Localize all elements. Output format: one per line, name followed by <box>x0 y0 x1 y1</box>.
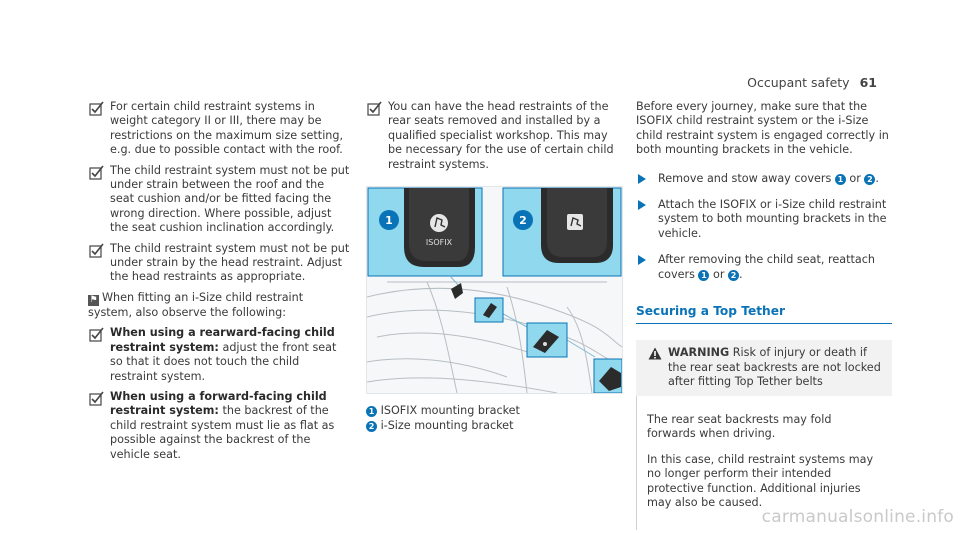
checkbox-icon <box>89 165 104 180</box>
callout-number: 2 <box>864 173 876 185</box>
instruction-step: Attach the ISOFIX or i-Size child restra… <box>636 198 892 241</box>
figure-badge-1: 1 <box>385 214 393 227</box>
column-right: Before every journey, make sure that the… <box>636 100 892 530</box>
intro-paragraph: Before every journey, make sure that the… <box>636 100 889 157</box>
checklist-item: You can have the head restraints of the … <box>366 100 621 172</box>
seat-illustration: ISOFIX 1 2 <box>367 187 622 394</box>
page-header: Occupant safety 61 <box>747 75 877 90</box>
warning-icon <box>648 347 662 360</box>
section-title: Occupant safety <box>747 75 850 90</box>
section-heading: Securing a Top Tether <box>636 304 892 325</box>
warning-box: WARNING Risk of injury or death if the r… <box>636 340 892 530</box>
checkbox-icon <box>89 101 104 116</box>
callout-number: 1 <box>834 173 846 185</box>
warning-header: WARNING Risk of injury or death if the r… <box>646 346 882 389</box>
callout-number: 2 <box>728 269 740 281</box>
arrow-icon <box>638 200 646 211</box>
arrow-icon <box>638 255 646 266</box>
checkbox-icon <box>89 327 104 342</box>
warning-body: The rear seat backrests may fold forward… <box>636 395 892 530</box>
checkbox-icon <box>367 101 382 116</box>
legend-item: 2 i-Size mounting bracket <box>366 419 621 433</box>
checklist-item: The child restraint system must not be p… <box>88 242 350 285</box>
mounting-bracket-illustration: ISOFIX 1 2 <box>366 186 623 395</box>
warning-paragraph: In this case, child restraint systems ma… <box>647 452 874 510</box>
figure-badge-2: 2 <box>519 214 527 227</box>
instruction-step: Remove and stow away covers 1 or 2. <box>636 172 892 186</box>
page-number: 61 <box>859 75 877 90</box>
callout-number: 2 <box>366 421 377 433</box>
checkbox-icon <box>89 391 104 406</box>
figure-legend: 1 ISOFIX mounting bracket 2 i-Size mount… <box>366 404 621 434</box>
callout-number: 1 <box>366 406 377 418</box>
column-middle: You can have the head restraints of the … <box>366 100 623 435</box>
isize-note: ⚑When fitting an i-Size child restraint … <box>88 290 304 319</box>
checklist-item-forward: When using a forward-facing child restra… <box>88 390 350 462</box>
warning-headline: Risk of injury or death if the rear seat… <box>668 346 881 389</box>
warning-label: WARNING <box>668 346 730 360</box>
checklist-item: For certain child restraint systems in w… <box>88 100 350 158</box>
callout-number: 1 <box>698 269 710 281</box>
arrow-icon <box>638 173 646 184</box>
note-icon: ⚑ <box>88 294 99 306</box>
checklist-item: The child restraint system must not be p… <box>88 164 350 236</box>
watermark: carmanualsonline.info <box>761 507 954 527</box>
column-left: For certain child restraint systems in w… <box>88 100 350 468</box>
legend-item: 1 ISOFIX mounting bracket <box>366 404 621 418</box>
warning-paragraph: The rear seat backrests may fold forward… <box>647 412 832 441</box>
checkbox-icon <box>89 243 104 258</box>
isofix-cover-label: ISOFIX <box>426 238 453 247</box>
checklist-item-rearward: When using a rearward-facing child restr… <box>88 326 350 384</box>
instruction-step: After removing the child seat, reattach … <box>636 253 892 282</box>
